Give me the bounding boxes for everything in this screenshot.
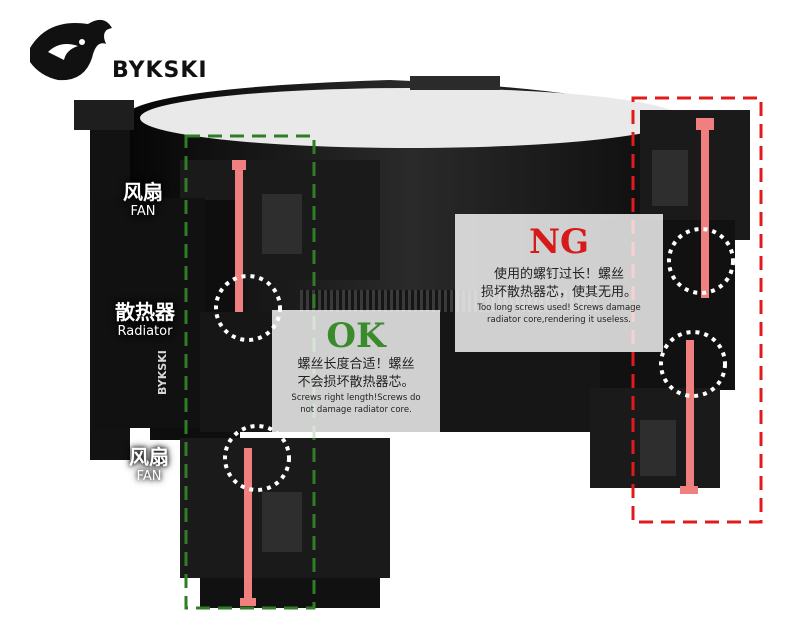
fan-bottom-label-en: FAN	[136, 469, 162, 484]
ok-zh-line-1: 螺丝长度合适！螺丝	[297, 357, 415, 372]
fan-top-label-en: FAN	[130, 204, 156, 219]
ng-zh-line-2: 损坏散热器芯，使其无用。	[480, 285, 637, 300]
ok-title: OK	[326, 316, 386, 356]
ng-bottom-screw	[680, 340, 698, 494]
ng-title: NG	[528, 222, 590, 262]
fan-bottom-label: 风扇 FAN	[114, 445, 184, 485]
brand-wordmark: BYKSKI	[112, 58, 208, 83]
ok-bottom-thread-circle	[223, 424, 291, 492]
radiator-label-zh: 散热器	[115, 300, 175, 324]
ng-note-panel: NG 使用的螺钉过长！螺丝 损坏散热器芯，使其无用。 Too long scre…	[455, 214, 663, 352]
ng-top-screw	[696, 118, 714, 298]
ok-top-thread-circle	[214, 274, 282, 342]
fan-bottom-label-zh: 风扇	[129, 445, 169, 469]
ng-zh-line-1: 使用的螺钉过长！螺丝	[493, 267, 624, 282]
ok-en-line-1: Screws right length!Screws do	[291, 393, 421, 403]
ng-en-line-2: radiator core,rendering it useless.	[487, 315, 631, 325]
ok-note-panel: OK 螺丝长度合适！螺丝 不会损坏散热器芯。 Screws right leng…	[272, 310, 440, 438]
dragon-head-icon	[30, 19, 112, 81]
radiator-label-en: Radiator	[117, 324, 173, 339]
radiator-brand-text: BYKSKI	[156, 350, 169, 395]
radiator-label: 散热器 Radiator	[102, 300, 188, 340]
ok-bottom-screw	[240, 448, 256, 606]
ng-bottom-thread-circle	[659, 330, 727, 398]
ok-zh-line-2: 不会损坏散热器芯。	[297, 375, 415, 390]
ng-en-line-1: Too long screws used! Screws damage	[477, 303, 641, 313]
ng-top-thread-circle	[667, 227, 735, 295]
ok-top-screw	[232, 160, 246, 312]
fan-top-label-zh: 风扇	[123, 180, 163, 204]
fan-top-label: 风扇 FAN	[108, 180, 178, 220]
ok-en-line-2: not damage radiator core.	[300, 405, 412, 415]
